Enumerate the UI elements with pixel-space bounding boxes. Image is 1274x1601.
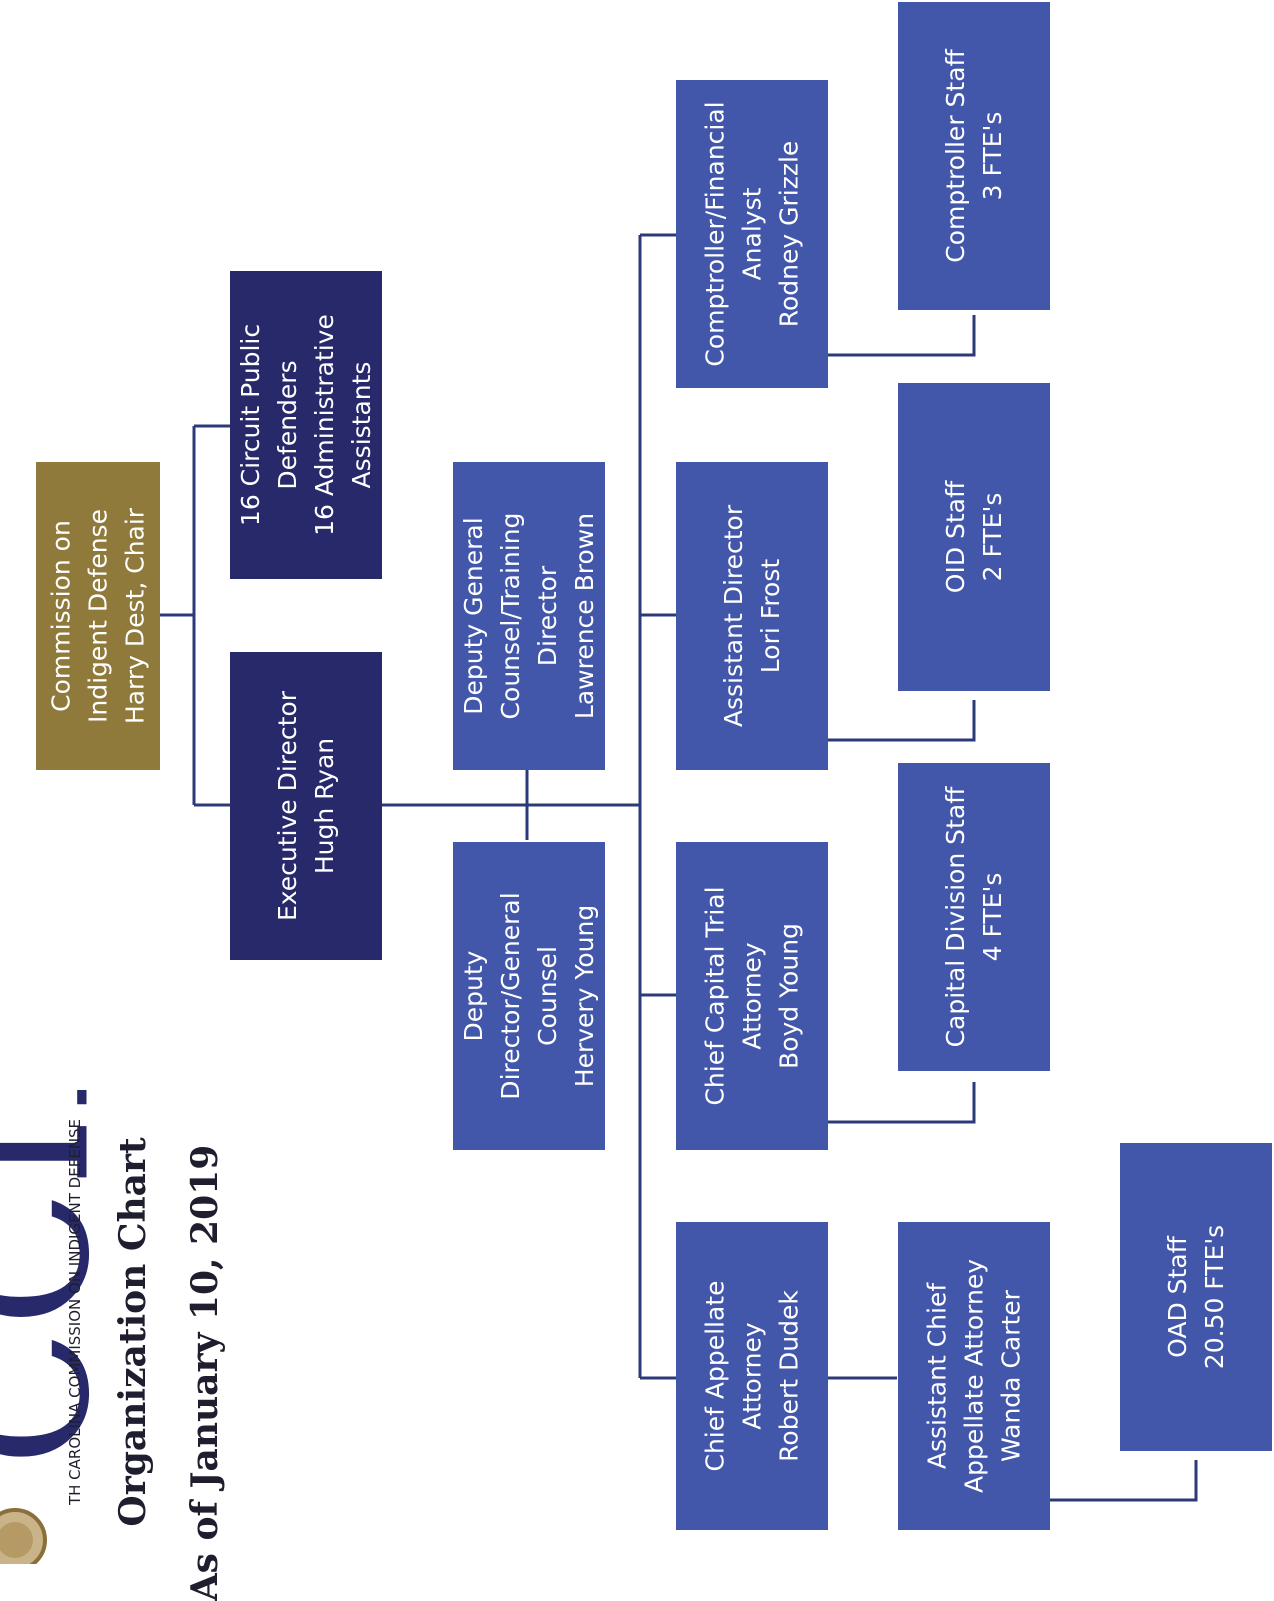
node-line: 16 Circuit Public [236,323,265,527]
node-line: 16 Administrative [310,314,339,536]
node-line: 20.50 FTE's [1200,1224,1229,1370]
node-line: Indigent Defense [83,509,113,723]
node-line: Comptroller Staff [941,49,970,263]
node-line: Executive Director [273,690,302,922]
node-line: Counsel/Training [496,512,525,720]
node-oad-staff: OAD Staff 20.50 FTE's [1120,1143,1272,1451]
node-deputy-general-counsel-training: Deputy General Counsel/Training Director La… [453,462,605,770]
node-line: Hervery Young [570,904,599,1088]
header-area: SCCID TH CAROLINA COMMISSION ON INDIGENT… [0,1030,250,1601]
node-line: Hugh Ryan [310,737,339,875]
node-line: Commission on [46,520,76,712]
node-line: Deputy General [459,517,488,715]
node-line: Director/General [496,892,525,1100]
node-line: Chief Capital Trial [700,886,730,1106]
connector-lines [160,233,1198,1502]
node-line: Deputy [459,950,488,1042]
node-line: Lori Frost [756,558,785,674]
node-circuit-public-defenders: 16 Circuit Public Defenders 16 Administrat… [230,271,382,579]
node-line: 2 FTE's [978,492,1007,582]
connector-oid-staff [828,700,976,742]
seal-icon [0,1508,47,1564]
node-line: 4 FTE's [978,872,1007,962]
node-capital-division-staff: Capital Division Staff 4 FTE's [898,763,1050,1071]
node-comptroller-staff: Comptroller Staff 3 FTE's [898,2,1050,310]
node-line: 3 FTE's [978,111,1007,201]
org-name: TH CAROLINA COMMISSION ON INDIGENT DEFEN… [66,1119,84,1506]
node-line: Analyst [737,187,767,281]
page-subtitle: As of January 10, 2019 [184,1144,226,1601]
node-line: Rodney Grizzle [774,140,804,328]
node-line: Assistant Chief [922,1282,952,1470]
node-oid-staff: OID Staff 2 FTE's [898,383,1050,691]
node-line: OAD Staff [1163,1236,1192,1358]
node-line: Attorney [737,942,767,1050]
connector-commission-branch [192,424,230,807]
connector-capital-staff [828,1082,976,1124]
node-line: Boyd Young [774,923,804,1069]
node-executive-director: Executive Director Hugh Ryan [230,652,382,960]
node-line: OID Staff [941,480,970,594]
node-line: Comptroller/Financial [700,101,730,367]
node-line: Assistants [347,361,376,489]
node-assistant-director: Assistant Director Lori Frost [676,462,828,770]
node-line: Capital Division Staff [941,786,970,1048]
page-title: Organization Chart [112,1137,154,1527]
node-deputy-director-general-counsel: Deputy Director/General Counsel Hervery You… [453,842,605,1150]
connector-division-branches [640,233,676,1380]
node-line: Wanda Carter [996,1290,1026,1462]
connector-oad-staff [1050,1460,1198,1502]
node-line: Director [533,565,562,667]
node-line: Counsel [533,946,562,1046]
node-line: Attorney [737,1322,767,1430]
node-line: Appellate Attorney [959,1259,989,1493]
node-line: Harry Dest, Chair [120,507,150,725]
connector-comptroller-staff [828,315,976,357]
node-line: Assistant Director [719,504,748,728]
node-line: Defenders [273,360,302,490]
node-line: Lawrence Brown [570,512,599,720]
node-line: Chief Appellate [700,1280,730,1472]
node-line: Robert Dudek [774,1290,804,1462]
